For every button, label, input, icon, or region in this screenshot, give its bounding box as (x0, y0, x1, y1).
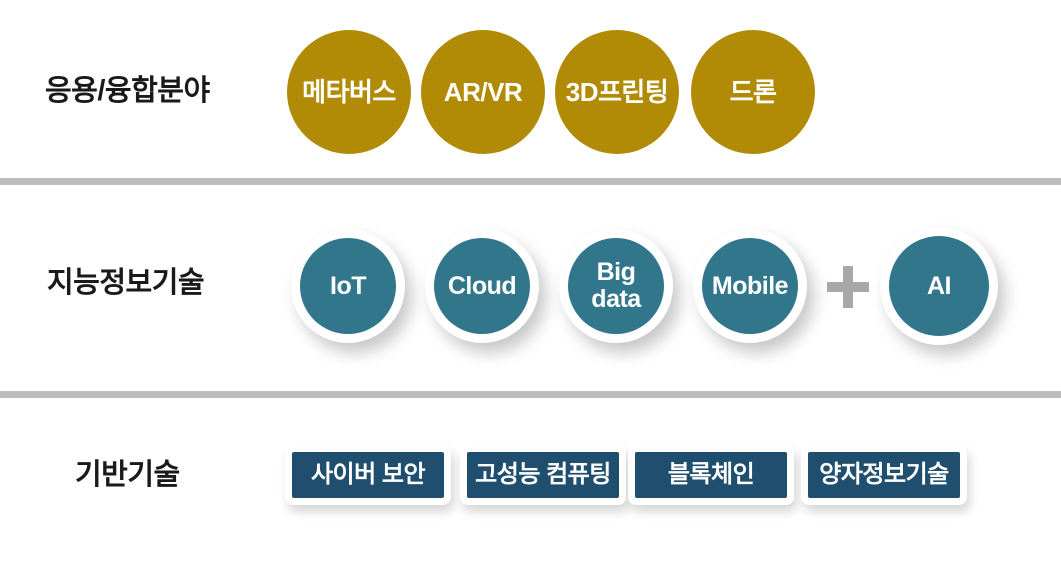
base-tech-item-cyber-security: 사이버 보안 (285, 445, 451, 505)
base-tech-item-quantum-info-label: 양자정보기술 (808, 452, 960, 498)
tech-item-iot: IoT (291, 229, 405, 343)
section-divider-top (0, 178, 1061, 185)
row-label-base-tech: 기반기술 (75, 459, 180, 491)
tech-item-cloud: Cloud (425, 229, 539, 343)
row-label-intelligent-info-tech: 지능정보기술 (47, 267, 205, 299)
tech-item-mobile-label: Mobile (702, 238, 798, 334)
tech-item-ai-label: AI (889, 236, 989, 336)
section-divider-bottom (0, 391, 1061, 398)
tech-item-mobile: Mobile (693, 229, 807, 343)
tech-item-ai: AI (880, 227, 998, 345)
base-tech-item-blockchain-label: 블록체인 (635, 452, 787, 498)
tech-item-cloud-label: Cloud (434, 238, 530, 334)
plus-icon (827, 266, 869, 308)
base-tech-item-quantum-info: 양자정보기술 (801, 445, 967, 505)
plus-icon-vertical-bar (843, 266, 853, 308)
tech-item-big-data-label: Big data (568, 238, 664, 334)
base-tech-item-hpc: 고성능 컴퓨팅 (460, 445, 626, 505)
application-item-3d-printing: 3D프린팅 (555, 30, 679, 154)
base-tech-item-blockchain: 블록체인 (628, 445, 794, 505)
application-item-ar-vr: AR/VR (421, 30, 545, 154)
row-label-application-convergence: 응용/융합분야 (45, 75, 210, 107)
tech-item-iot-label: IoT (300, 238, 396, 334)
application-item-drone: 드론 (691, 30, 815, 154)
application-item-metaverse: 메타버스 (287, 30, 411, 154)
base-tech-item-cyber-security-label: 사이버 보안 (292, 452, 444, 498)
base-tech-item-hpc-label: 고성능 컴퓨팅 (467, 452, 619, 498)
tech-item-big-data: Big data (559, 229, 673, 343)
